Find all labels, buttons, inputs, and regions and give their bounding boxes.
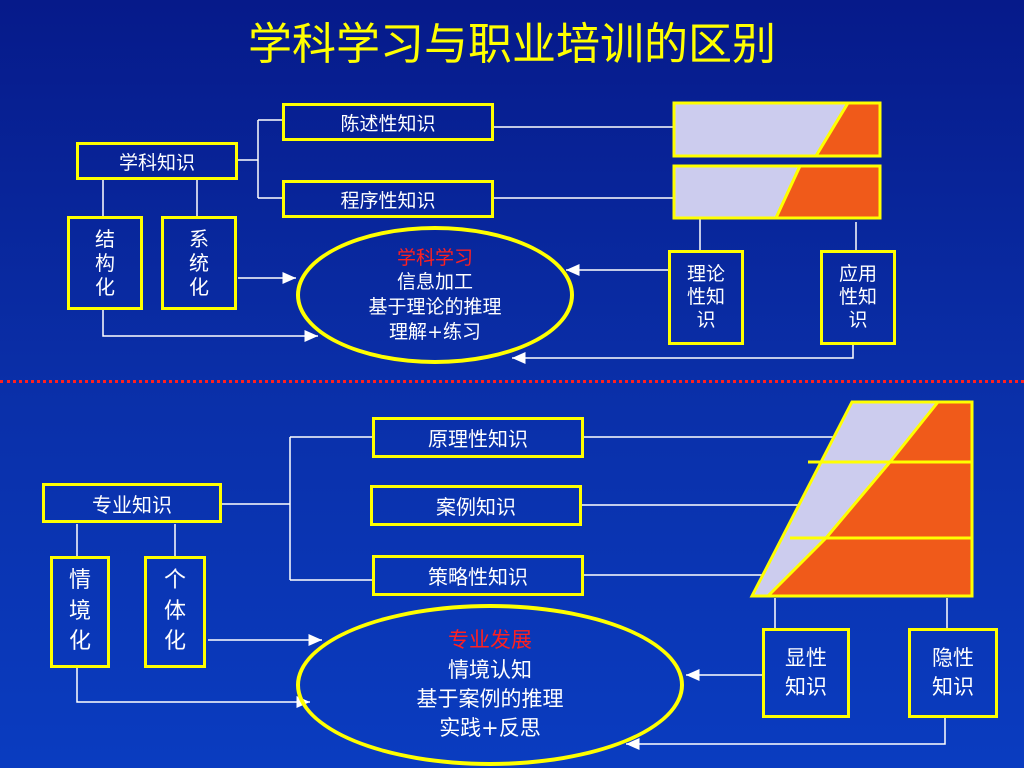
applied-knowledge-box: 应用 性知 识 [820, 250, 896, 345]
ellipse-line: 基于案例的推理 [416, 687, 564, 711]
individualized-box: 个 体 化 [144, 556, 206, 668]
subject-knowledge-box: 学科知识 [76, 142, 238, 180]
situated-char: 化 [68, 629, 91, 655]
strategy-knowledge-box: 策略性知识 [372, 555, 584, 596]
declarative-applied-block [813, 101, 882, 158]
theory-knowledge-line: 理论 [686, 263, 725, 286]
ellipse-line: 理解+练习 [389, 320, 481, 343]
ellipse-line: 情境认知 [448, 657, 532, 682]
professional-development-heading: 专业发展 [448, 628, 532, 653]
explicit-knowledge-line: 知识 [785, 675, 827, 699]
tacit-knowledge-line: 隐性 [932, 645, 974, 670]
individualized-char: 个 [163, 567, 186, 593]
tacit-knowledge-box: 隐性 知识 [908, 628, 998, 718]
explicit-knowledge-line: 显性 [785, 645, 827, 670]
declarative-knowledge-box: 陈述性知识 [282, 103, 494, 141]
situated-char: 境 [68, 598, 91, 624]
ellipse-line: 实践+反思 [439, 716, 541, 741]
structured-box: 结 构 化 [67, 216, 143, 310]
explicit-knowledge-box: 显性 知识 [762, 628, 850, 718]
theory-knowledge-line: 识 [696, 308, 716, 331]
systematized-char: 系 [189, 227, 209, 251]
situated-box: 情 境 化 [50, 556, 110, 668]
tacit-knowledge-line: 知识 [932, 675, 974, 699]
individualized-char: 化 [163, 629, 186, 655]
structured-char: 构 [95, 251, 115, 275]
systematized-char: 化 [189, 275, 209, 299]
structured-char: 结 [95, 227, 115, 251]
subject-learning-heading: 学科学习 [396, 246, 473, 269]
applied-knowledge-line: 识 [848, 308, 868, 331]
systematized-char: 统 [189, 251, 209, 275]
procedural-knowledge-box: 程序性知识 [282, 180, 494, 218]
professional-knowledge-box: 专业知识 [42, 483, 222, 523]
page-title: 学科学习与职业培训的区别 [248, 19, 776, 70]
applied-knowledge-line: 应用 [838, 263, 877, 286]
professional-development-ellipse: 专业发展 情境认知 基于案例的推理 实践+反思 [296, 604, 684, 766]
applied-knowledge-line: 性知 [838, 286, 877, 309]
situated-char: 情 [68, 567, 91, 593]
theory-knowledge-line: 性知 [686, 286, 725, 309]
structured-char: 化 [95, 275, 115, 299]
ellipse-line: 基于理论的推理 [368, 296, 502, 318]
systematized-box: 系 统 化 [161, 216, 237, 310]
theory-knowledge-box: 理论 性知 识 [668, 250, 744, 345]
ellipse-line: 信息加工 [396, 271, 473, 294]
case-knowledge-box: 案例知识 [370, 485, 582, 526]
principle-knowledge-box: 原理性知识 [372, 417, 584, 458]
subject-learning-ellipse: 学科学习 信息加工 基于理论的推理 理解+练习 [296, 226, 574, 364]
individualized-char: 体 [163, 598, 186, 624]
procedural-applied-block [773, 164, 882, 220]
section-divider [0, 380, 1024, 383]
